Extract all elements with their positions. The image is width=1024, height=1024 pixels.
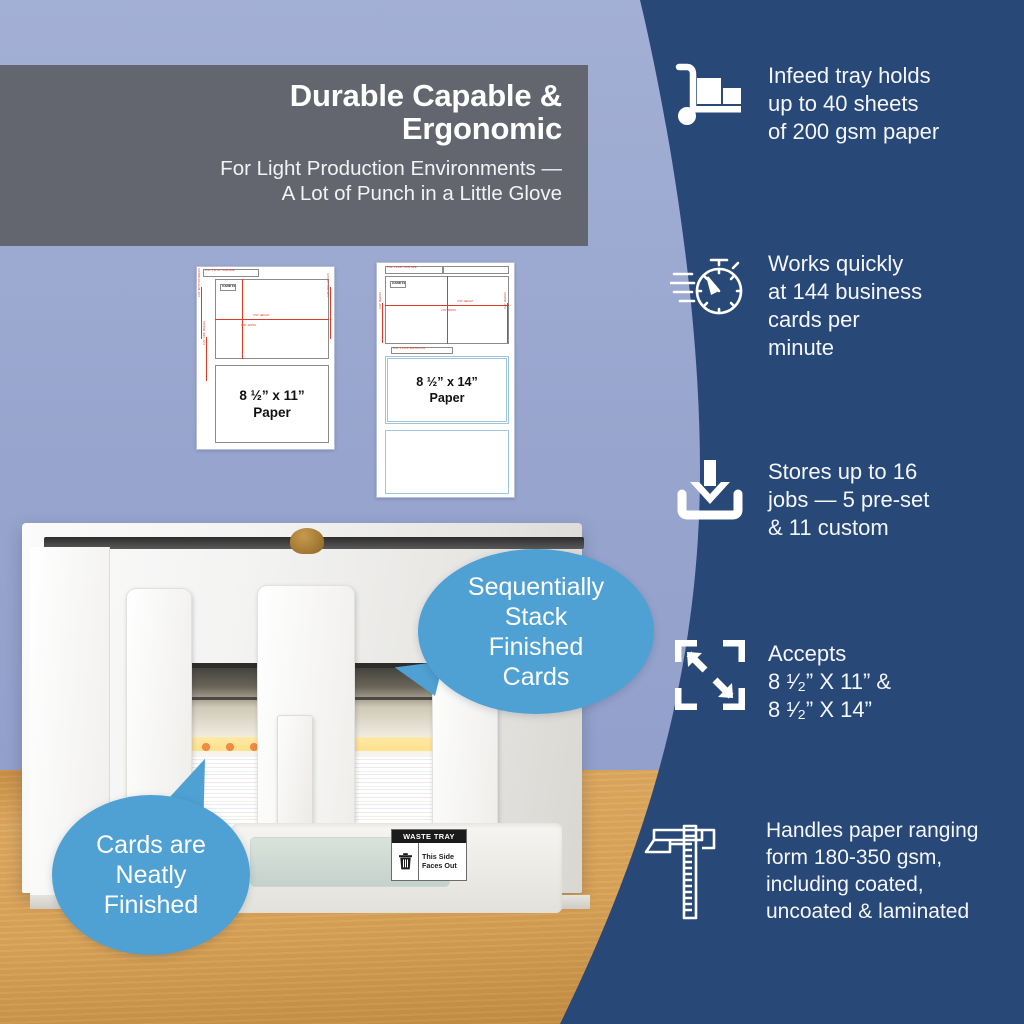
feature-item-paper-sizes: Accepts 8 ¹⁄₂” X 11” & 8 ¹⁄₂” X 14”: [668, 640, 1024, 724]
waste-tray-label: WASTE TRAY This Side Faces Out: [391, 829, 467, 881]
doc-b-left-note: 0.25" MARGIN: [379, 291, 382, 309]
paper-sample-letter: 8.50" x 11.00" TRIM SIZE CARD 01 3.50" H…: [196, 266, 335, 450]
letter-label-line1: 8 ½” x 11”: [239, 387, 305, 403]
legal-label-line2: Paper: [429, 391, 465, 405]
doc-b-dim-w: 2.00" WIDTH: [441, 309, 457, 312]
doc-a-vline: [242, 279, 243, 359]
stopwatch-icon: [668, 250, 752, 326]
doc-b-card-id: CARD 01: [392, 281, 406, 285]
doc-a-right-dim: [330, 287, 331, 339]
feature-item-infeed-tray: Infeed tray holds up to 40 sheets of 200…: [668, 62, 1024, 146]
letter-label-line2: Paper: [253, 405, 291, 420]
trash-can-icon: [392, 842, 419, 880]
feature-infeed-tray-text: Infeed tray holds up to 40 sheets of 200…: [768, 62, 1016, 146]
doc-a-hline: [215, 319, 329, 320]
doc-a-card-id: CARD 01: [222, 284, 236, 288]
doc-a-left-note: 0.25" BOTTOM MARGIN: [198, 268, 201, 297]
doc-a-card-cell: [220, 284, 236, 291]
paper-sample-legal-label: 8 ½” x 14” Paper: [387, 358, 507, 422]
doc-a-dim-h: 3.50" HEIGHT: [253, 314, 270, 317]
callout-finish: Cards are Neatly Finished: [52, 795, 250, 955]
callout-finish-line1: Cards are: [96, 831, 206, 859]
doc-b-head-note: 8.50" x 14.00" TRIM SIZE: [387, 266, 417, 269]
machine-knob[interactable]: [290, 528, 324, 554]
callout-finish-line2: Neatly: [115, 861, 187, 889]
feature-item-paper-weight: Handles paper ranging form 180-350 gsm, …: [620, 818, 1024, 926]
doc-a-left-dim2: [206, 337, 207, 381]
stacker-center-tab[interactable]: [277, 715, 313, 835]
header-subtitle-line2: A Lot of Punch in a Little Glove: [281, 182, 562, 206]
doc-b-head-box: [385, 266, 443, 274]
waste-tray-line1: This Side: [422, 851, 454, 861]
feature1-line1: Infeed tray holds: [768, 63, 931, 88]
resize-expand-icon: [668, 640, 752, 710]
feature-speed-text: Works quickly at 144 business cards per …: [768, 250, 1016, 363]
paper-sample-letter-label: 8 ½” x 11” Paper: [215, 365, 329, 443]
waste-tray-text: This Side Faces Out: [419, 852, 466, 871]
doc-b-card-cell: [390, 281, 406, 288]
feature5-line2: form 180-350 gsm,: [766, 845, 943, 869]
doc-a-head-box: [203, 269, 259, 277]
header-title-line2: Ergonomic: [401, 111, 562, 147]
header-subtitle-line1: For Light Production Environments —: [220, 156, 562, 180]
header-banner: Durable Capable & Ergonomic For Light Pr…: [0, 65, 588, 246]
doc-b-vline: [447, 276, 448, 344]
doc-b-foot-note: 8.50" x 14.00" IMPOSITION: [393, 347, 426, 350]
feature-job-storage-text: Stores up to 16 jobs — 5 pre-set & 11 cu…: [768, 458, 1016, 542]
callout-stack-line1: Sequentially: [467, 572, 605, 601]
callout-stack-text: Sequentially Stack Finished Cards: [458, 572, 614, 692]
feature2-line4: minute: [768, 335, 835, 361]
doc-b-blank-panel: [385, 430, 509, 494]
feature-list: Infeed tray holds up to 40 sheets of 200…: [644, 0, 1024, 1024]
feature3-line2: jobs — 5 pre-set: [768, 487, 930, 513]
waste-tray-body: This Side Faces Out: [392, 842, 466, 880]
legal-label-line1: 8 ½” x 14”: [416, 374, 478, 389]
header-title-line1: Durable Capable &: [289, 78, 562, 113]
callout-finish-text: Cards are Neatly Finished: [86, 830, 216, 920]
doc-a-head-note: 8.50" x 11.00" TRIM SIZE: [205, 269, 235, 272]
feature2-line3: cards per: [768, 307, 860, 333]
feature-item-job-storage: Stores up to 16 jobs — 5 pre-set & 11 cu…: [668, 458, 1024, 542]
doc-a-right-note: 0.25" SIDE MARGIN: [327, 273, 330, 297]
callout-finish-line3: Finished: [103, 891, 199, 919]
doc-a-left-note2: 0.25" GRIP MARGIN: [203, 320, 206, 345]
feature5-line1: Handles paper ranging: [766, 819, 979, 842]
feature-paper-weight-text: Handles paper ranging form 180-350 gsm, …: [766, 818, 1016, 926]
waste-tray-line2: Faces Out: [422, 861, 457, 871]
feature3-line3: & 11 custom: [768, 515, 889, 541]
callout-stack: Sequentially Stack Finished Cards: [418, 549, 654, 714]
paper-sample-legal: 8.50" x 14.00" TRIM SIZE CARD 01 3.50" H…: [376, 262, 515, 498]
feature1-line3: of 200 gsm paper: [768, 119, 940, 145]
callout-stack-line4: Cards: [502, 662, 570, 691]
doc-b-right-note: 0.25" MARGIN: [504, 291, 507, 309]
feature-paper-sizes-text: Accepts 8 ¹⁄₂” X 11” & 8 ¹⁄₂” X 14”: [768, 640, 1016, 724]
callout-stack-line3: Finished: [488, 632, 584, 661]
feature5-line4: uncoated & laminated: [766, 899, 970, 923]
feature-item-speed: Works quickly at 144 business cards per …: [668, 250, 1024, 363]
download-icon: [668, 458, 752, 522]
doc-b-right-dim: [507, 303, 508, 343]
doc-b-head-box2: [443, 266, 509, 274]
waste-tray-title: WASTE TRAY: [392, 830, 466, 843]
feature2-line2: at 144 business: [768, 279, 923, 305]
doc-b-dim-h: 3.50" HEIGHT: [457, 300, 474, 303]
feature4-line2: 8 ¹⁄₂” X 11” &: [768, 669, 892, 695]
feature4-line3: 8 ¹⁄₂” X 14”: [768, 697, 872, 723]
doc-b-foot-box: [391, 347, 453, 354]
feature5-line3: including coated,: [766, 872, 924, 896]
doc-a-left-dim: [201, 287, 202, 339]
feature2-line1: Works quickly: [768, 251, 904, 276]
caliper-icon: [620, 818, 750, 924]
hand-truck-icon: [668, 62, 752, 128]
feature4-line1: Accepts: [768, 641, 847, 666]
callout-stack-line2: Stack: [504, 602, 568, 631]
doc-a-dim-w: 2.00" WIDTH: [241, 324, 257, 327]
feature3-line1: Stores up to 16: [768, 459, 918, 484]
feature1-line2: up to 40 sheets: [768, 91, 919, 117]
doc-b-left-dim: [382, 303, 383, 343]
